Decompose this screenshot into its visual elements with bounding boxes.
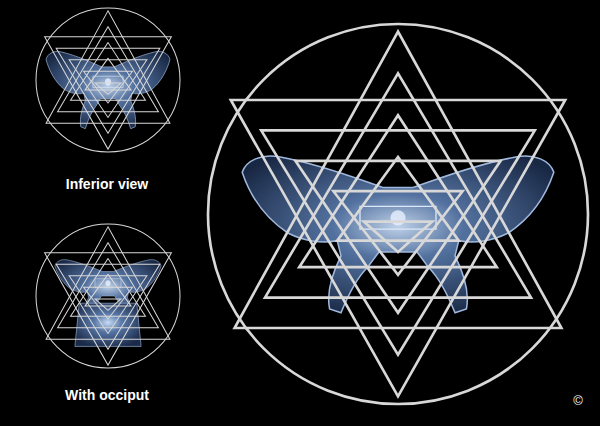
copyright-mark: ©	[573, 394, 583, 408]
view-label: Inferior view	[66, 177, 148, 192]
view-label: With occiput	[65, 388, 149, 403]
